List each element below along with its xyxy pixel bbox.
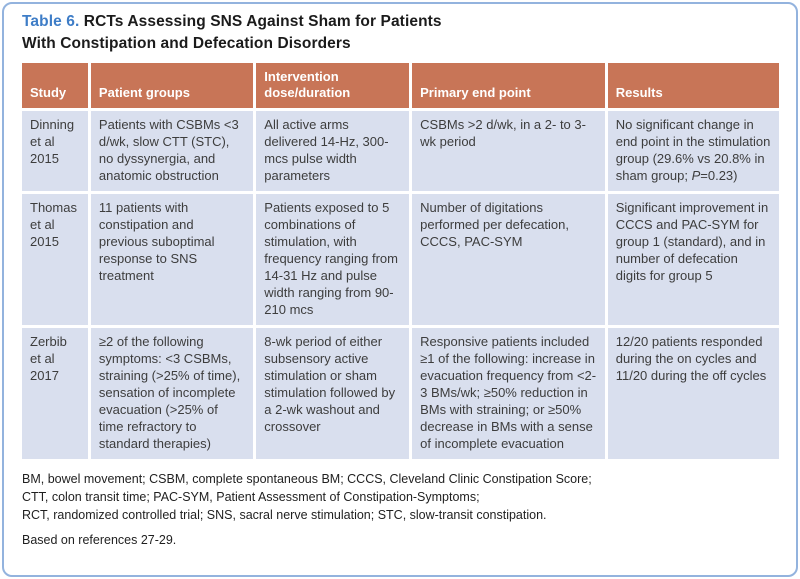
results-text: No significant change in end point in th… — [615, 117, 771, 183]
col-header-study: Study — [22, 63, 88, 108]
intervention-cell: All active arms delivered 14-Hz, 300-mcs… — [256, 111, 410, 191]
rct-table: Study Patient groups Intervention dose/d… — [19, 60, 782, 462]
page-title: Table 6. RCTs Assessing SNS Against Sham… — [22, 11, 782, 55]
col-header-patient-groups: Patient groups — [90, 63, 254, 108]
results-cell: 12/20 patients responded during the on c… — [607, 328, 779, 459]
intervention-cell: Patients exposed to 5 combinations of st… — [256, 194, 410, 325]
study-cell: Zerbib et al 2017 — [22, 328, 88, 459]
abbreviations-line-1: BM, bowel movement; CSBM, complete spont… — [22, 472, 592, 486]
col-header-intervention: Intervention dose/duration — [256, 63, 410, 108]
table-row-dinning: Dinning et al 2015 Patients with CSBMs <… — [22, 111, 779, 191]
study-cell: Dinning et al 2015 — [22, 111, 88, 191]
results-italic-p: P — [691, 168, 701, 183]
results-cell: Significant improvement in CCCS and PAC-… — [607, 194, 779, 325]
table-number: Table 6. — [22, 13, 80, 30]
primary-end-point-cell: CSBMs >2 d/wk, in a 2- to 3-wk period — [412, 111, 605, 191]
intervention-cell: 8-wk period of either subsensory active … — [256, 328, 410, 459]
references-note: Based on references 27-29. — [22, 533, 177, 547]
title-line-1: RCTs Assessing SNS Against Sham for Pati… — [83, 13, 442, 30]
results-text-end: =0.23) — [700, 168, 738, 183]
abbreviations-line-2: CTT, colon transit time; PAC-SYM, Patien… — [22, 490, 480, 504]
table-row-zerbib: Zerbib et al 2017 ≥2 of the following sy… — [22, 328, 779, 459]
title-line-2: With Constipation and Defecation Disorde… — [22, 35, 351, 52]
patient-groups-cell: Patients with CSBMs <3 d/wk, slow CTT (S… — [90, 111, 254, 191]
study-cell: Thomas et al 2015 — [22, 194, 88, 325]
primary-end-point-cell: Responsive patients included ≥1 of the f… — [412, 328, 605, 459]
abbreviations-line-3: RCT, randomized controlled trial; SNS, s… — [22, 508, 547, 522]
patient-groups-cell: 11 patients with constipation and previo… — [90, 194, 254, 325]
table-row-thomas: Thomas et al 2015 11 patients with const… — [22, 194, 779, 325]
abbreviations-note: BM, bowel movement; CSBM, complete spont… — [22, 470, 782, 524]
col-header-primary-end-point: Primary end point — [412, 63, 605, 108]
header-row: Study Patient groups Intervention dose/d… — [22, 63, 779, 108]
patient-groups-cell: ≥2 of the following symptoms: <3 CSBMs, … — [90, 328, 254, 459]
results-cell: No significant change in end point in th… — [607, 111, 779, 191]
primary-end-point-cell: Number of digitations performed per defe… — [412, 194, 605, 325]
col-header-results: Results — [607, 63, 779, 108]
